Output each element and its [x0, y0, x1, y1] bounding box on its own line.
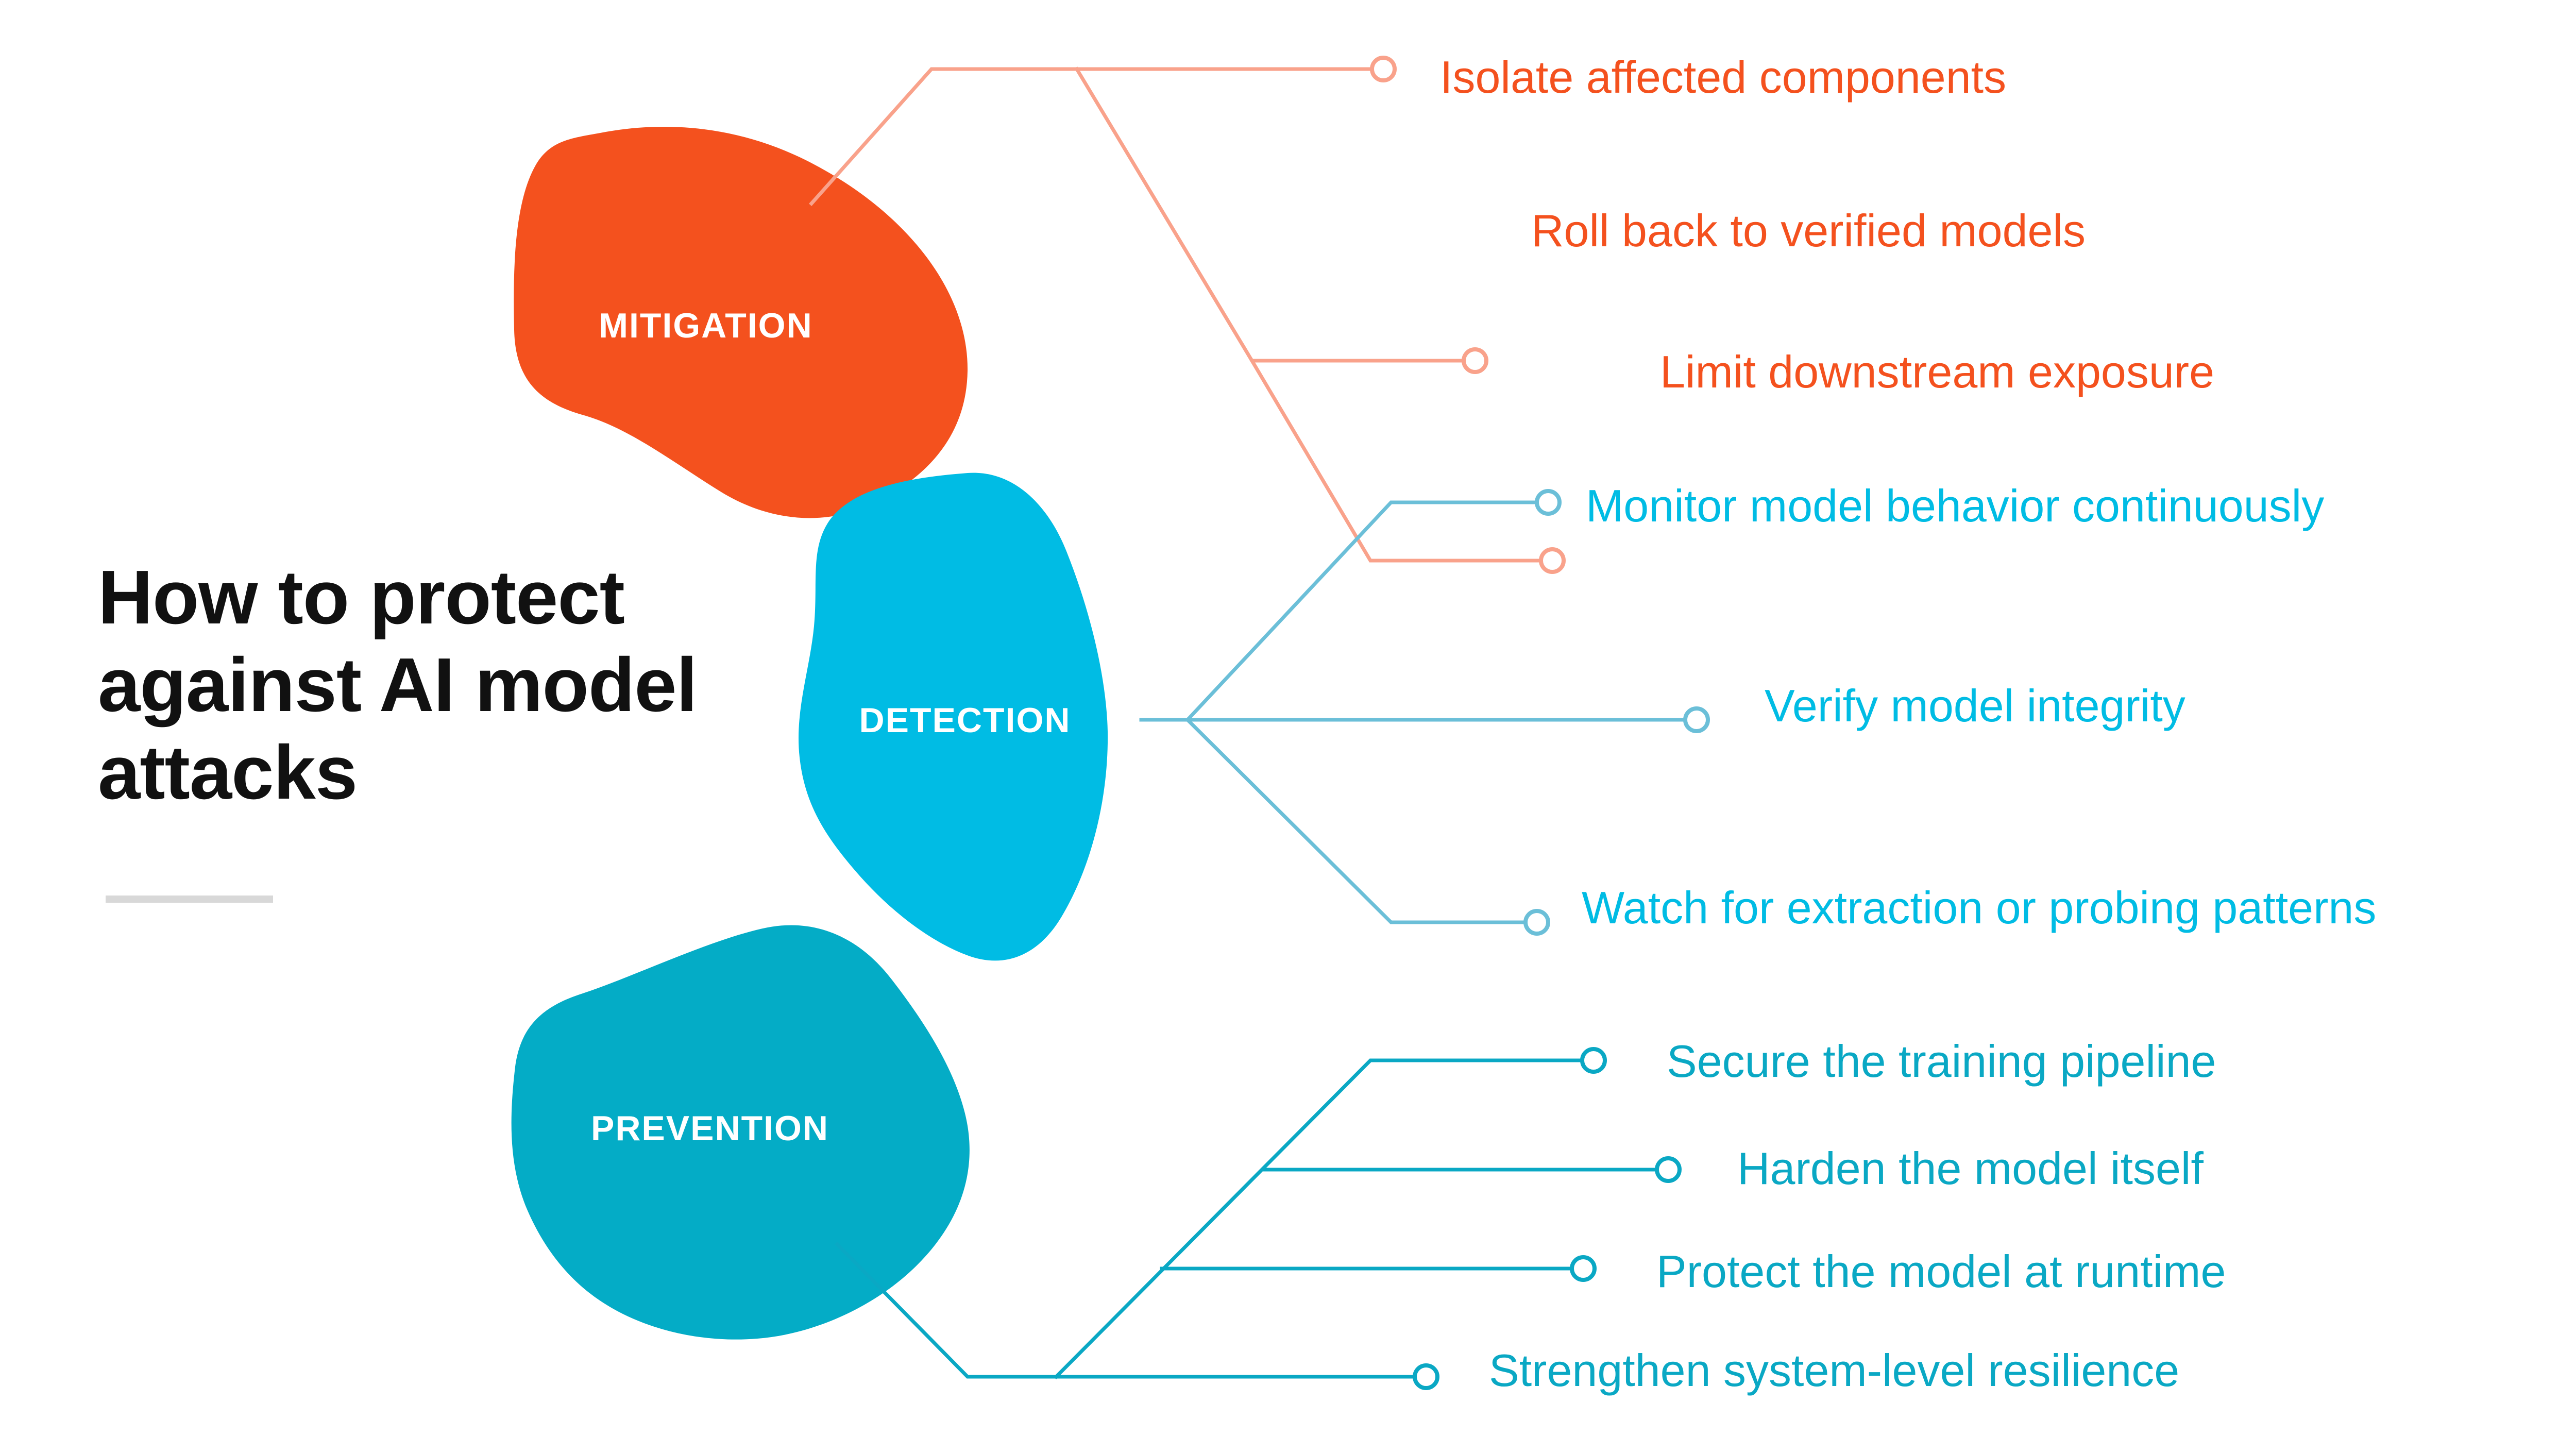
page-title-line-2: against AI model	[98, 643, 698, 728]
mitigation-connector-branch-bottom	[1249, 358, 1543, 563]
page-title: How to protect against AI model attacks	[98, 554, 819, 817]
branch-label-prevention-2[interactable]: Harden the model itself	[1737, 1143, 2204, 1194]
detection-endpoint-circle-1[interactable]	[1535, 489, 1562, 516]
branch-label-detection-1[interactable]: Monitor model behavior continuously	[1586, 480, 2325, 531]
mitigation-endpoint-circle-1[interactable]	[1370, 56, 1397, 82]
detection-blob[interactable]	[798, 472, 1108, 961]
prevention-endpoint-circle-3[interactable]	[1570, 1255, 1597, 1282]
mitigation-connector-branch-lower	[1074, 66, 1465, 363]
detection-connector-upper	[1185, 500, 1538, 722]
branch-label-mitigation-2[interactable]: Roll back to verified models	[1531, 205, 2086, 256]
node-label-mitigation[interactable]: MITIGATION	[599, 306, 813, 345]
branch-label-mitigation-1[interactable]: Isolate affected components	[1440, 52, 2007, 103]
prevention-connector-riser	[1054, 1058, 1584, 1379]
node-label-detection[interactable]: DETECTION	[859, 701, 1071, 740]
detection-endpoint-circle-2[interactable]	[1683, 706, 1710, 733]
branch-label-prevention-1[interactable]: Secure the training pipeline	[1667, 1036, 2216, 1087]
branch-label-detection-3[interactable]: Watch for extraction or probing patterns	[1582, 882, 2377, 933]
page-title-line-3: attacks	[98, 730, 358, 815]
detection-connector-lower	[1185, 717, 1527, 924]
title-divider	[106, 896, 273, 903]
node-label-prevention[interactable]: PREVENTION	[590, 1109, 829, 1148]
mitigation-endpoint-circle-2[interactable]	[1462, 347, 1488, 374]
detection-endpoint-circle-3[interactable]	[1523, 909, 1550, 936]
prevention-endpoint-circle-1[interactable]	[1580, 1047, 1607, 1074]
branch-label-prevention-4[interactable]: Strengthen system-level resilience	[1489, 1345, 2180, 1396]
page-title-line-1: How to protect	[98, 555, 625, 640]
prevention-endpoint-circle-2[interactable]	[1655, 1156, 1682, 1183]
branch-label-prevention-3[interactable]: Protect the model at runtime	[1656, 1246, 2226, 1297]
prevention-blob[interactable]	[511, 925, 970, 1340]
branch-label-mitigation-3[interactable]: Limit downstream exposure	[1660, 346, 2215, 397]
prevention-connector-spine	[835, 1242, 1416, 1379]
branch-label-detection-2[interactable]: Verify model integrity	[1765, 680, 2185, 731]
mitigation-blob[interactable]	[514, 126, 968, 518]
mitigation-connector-spine	[809, 67, 1374, 206]
prevention-endpoint-circle-4[interactable]	[1413, 1363, 1439, 1390]
mitigation-endpoint-circle-3[interactable]	[1539, 547, 1566, 574]
